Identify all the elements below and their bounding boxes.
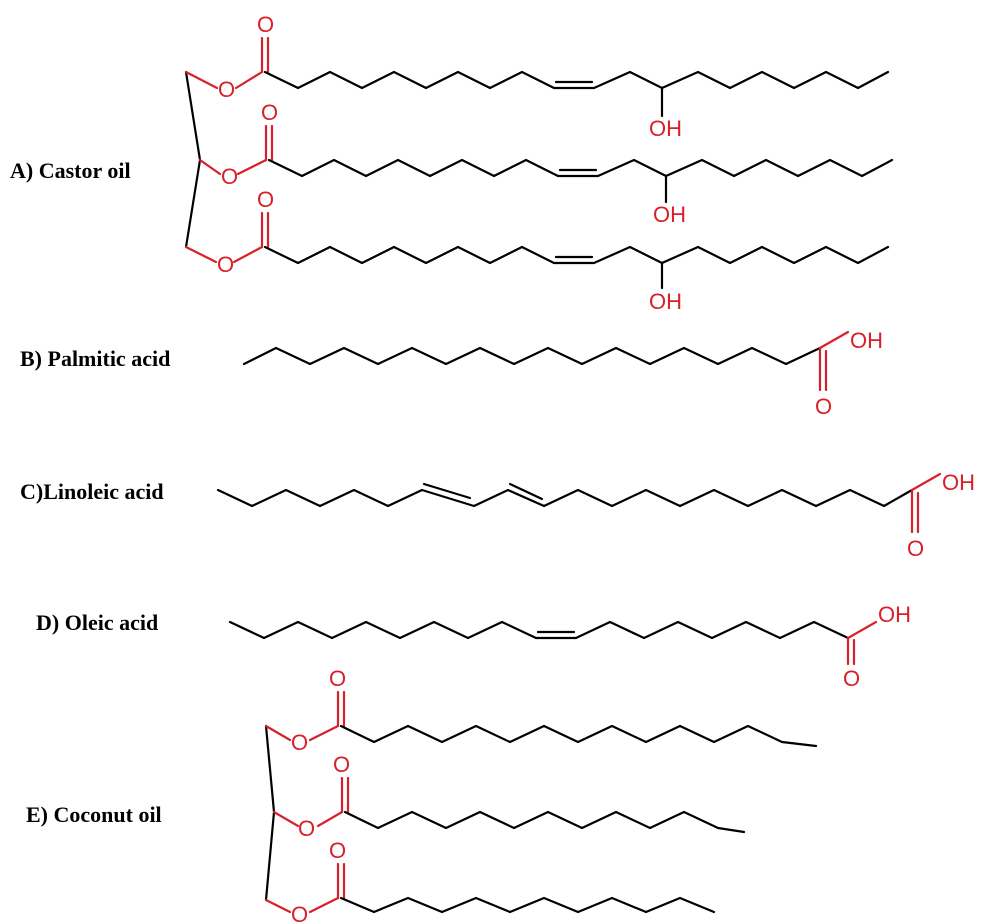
coconut-chain-3 (339, 896, 716, 914)
castor-hydroxyl-1: OH (649, 116, 682, 141)
palmitic-chain (242, 346, 822, 366)
castor-ester-link-3 (184, 245, 218, 264)
structure-palmitic-acid (242, 330, 850, 392)
label-oleic-acid: D) Oleic acid (36, 610, 158, 635)
castor-ester-link-3b (232, 245, 264, 264)
structure-coconut-oil (264, 690, 818, 914)
castor-ester-link-1 (184, 70, 219, 90)
coconut-carbonyl-o-1: O (329, 666, 346, 691)
castor-carbonyl-o-1: O (257, 12, 274, 37)
structure-castor-oil (184, 36, 894, 290)
coconut-ester-link-2 (272, 810, 300, 828)
linoleic-chain (216, 488, 914, 508)
coconut-ester-link-1b (308, 724, 340, 742)
label-linoleic-acid: C)Linoleic acid (20, 479, 164, 504)
coconut-ester-o-1: O (291, 730, 308, 755)
coconut-ester-link-1 (264, 724, 292, 742)
palmitic-hydroxyl: OH (850, 328, 883, 353)
coconut-chain-2 (343, 810, 746, 834)
castor-ester-link-2 (198, 158, 222, 176)
linoleic-double-bond-2 (508, 482, 544, 501)
structure-oleic-acid (228, 620, 878, 666)
castor-ester-o-1: O (218, 77, 235, 102)
linoleic-double-bond-1 (422, 482, 472, 500)
palmitic-carboxyl-oh-bond (818, 330, 850, 350)
structure-linoleic-acid (216, 472, 942, 534)
castor-chain-1 (263, 70, 890, 90)
label-coconut-oil: E) Coconut oil (26, 802, 162, 827)
castor-glycerol-backbone (184, 70, 202, 249)
coconut-ester-o-3: O (291, 902, 308, 924)
coconut-ester-o-2: O (298, 816, 315, 841)
oleic-chain (228, 620, 850, 640)
castor-ester-link-2b (236, 158, 268, 176)
linoleic-carboxyl-oh-bond (910, 472, 942, 492)
oleic-carboxyl-oh-bond (846, 620, 878, 640)
coconut-carbonyl-o-3: O (329, 838, 346, 863)
castor-ester-o-2: O (221, 164, 238, 189)
castor-carbonyl-o-2: O (261, 100, 278, 125)
oleic-carbonyl-o: O (843, 666, 860, 691)
coconut-carbonyl-o-2: O (333, 752, 350, 777)
coconut-ester-link-3 (264, 898, 292, 914)
castor-carbonyl-o-3: O (257, 187, 274, 212)
label-castor-oil: A) Castor oil (10, 158, 131, 183)
oleic-hydroxyl: OH (878, 602, 911, 627)
coconut-ester-link-3b (308, 896, 340, 914)
coconut-chain-1 (339, 724, 818, 748)
castor-hydroxyl-2: OH (653, 202, 686, 227)
coconut-ester-link-2b (316, 810, 344, 828)
castor-chain-2 (267, 158, 894, 178)
castor-ester-link-1b (234, 70, 264, 90)
castor-ester-o-3: O (217, 252, 234, 277)
palmitic-carbonyl-o: O (815, 394, 832, 419)
label-palmitic-acid: B) Palmitic acid (20, 346, 170, 371)
linoleic-hydroxyl: OH (942, 470, 975, 495)
coconut-glycerol-backbone (264, 724, 276, 902)
castor-chain-3 (263, 245, 890, 265)
linoleic-carbonyl-o: O (907, 536, 924, 561)
castor-hydroxyl-3: OH (649, 289, 682, 314)
